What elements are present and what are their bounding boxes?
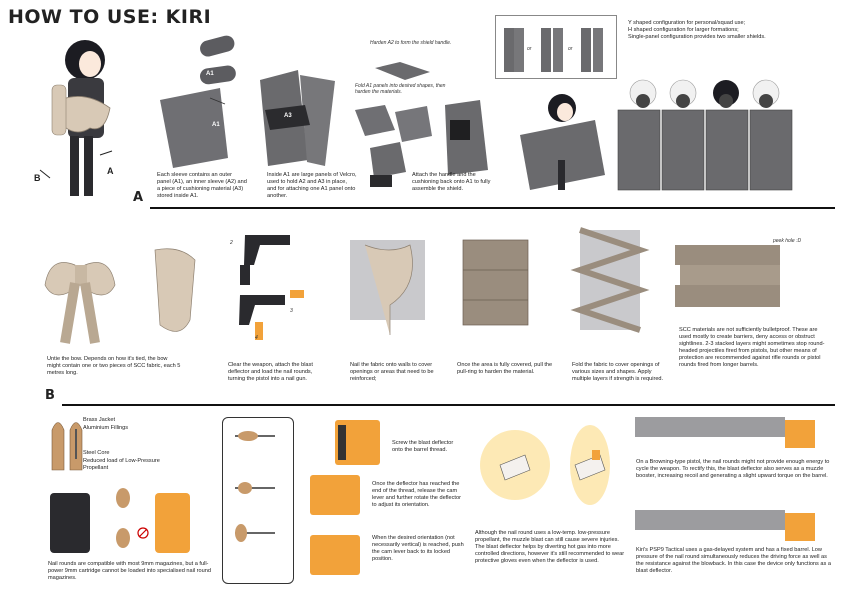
caption-sleeve: Each sleeve contains an outer panel (A1)…: [157, 172, 247, 199]
nail-profile-box: [222, 417, 294, 584]
caption-screw: Screw the blast deflector onto the barre…: [392, 440, 454, 453]
caption-pull: Once the area is fully covered, pull the…: [457, 362, 553, 375]
chibi-shield-illustration: [520, 94, 605, 190]
nail-profiles: [235, 431, 275, 542]
ammo-label-aluminium: Aluminium Fillings: [83, 425, 129, 431]
configuration-shapes: [504, 28, 603, 72]
section-b-label: B: [45, 388, 55, 403]
caption-nail: Nail the fabric onto walls to cover open…: [350, 362, 434, 382]
section-a-divider: [150, 207, 835, 209]
note-handle: Harden A2 to form the shield handle.: [370, 40, 452, 46]
caption-scc: SCC materials are not sufficiently bulle…: [679, 327, 825, 368]
step-label-2: 2: [230, 240, 233, 246]
caption-weapon: Clear the weapon, attach the blast defle…: [228, 362, 313, 382]
ammo-label-brass: Brass Jacket: [83, 417, 116, 423]
sleeve-parts-illustration: [160, 35, 236, 168]
config-or-1: or: [527, 46, 532, 52]
psp9-pistol-diagram: [635, 510, 815, 541]
peek-hole-note: peek hole :D: [773, 238, 802, 244]
browning-pistol-diagram: [635, 417, 815, 448]
note-fold: Fold A1 panels into desired shapes, then…: [355, 83, 446, 95]
nail-fabric-illustration: [350, 240, 425, 335]
step-label-4: 4: [255, 335, 258, 341]
caption-fold: Fold the fabric to cover openings of var…: [572, 362, 664, 382]
caption-deflector: Once the deflector has reached the end o…: [372, 481, 461, 508]
caption-velcro: Inside A1 are large panels of Velcro, us…: [267, 172, 357, 199]
shield-wall-illustration: [617, 79, 793, 191]
hardened-fabric-illustration: [462, 239, 529, 326]
step-label-3: 3: [290, 308, 293, 314]
caption-browning: On a Browning-type pistol, the nail roun…: [636, 459, 830, 479]
caption-psp9: Kiri's PSP9 Tactical uses a gas-delayed …: [636, 547, 831, 574]
arrow-b-label: B: [34, 173, 41, 183]
page-title: HOW TO USE: KIRI: [8, 6, 212, 28]
stacked-barrier-illustration: [675, 245, 780, 307]
deflector-sequence-illustration: [310, 420, 380, 575]
magazine-compat-illustration: [50, 488, 190, 553]
ammo-label-propellant: Reduced load of Low-Pressure Propellant: [83, 458, 160, 471]
label-a1-top: A1: [206, 71, 214, 77]
bow-untie-illustration: [44, 248, 196, 344]
caption-attach: Attach the handle and the cushioning bac…: [412, 172, 491, 192]
configuration-box: or or: [495, 15, 617, 79]
section-a-label: A: [133, 190, 144, 205]
shield-assembly-illustration: [355, 62, 488, 187]
configuration-text: Y shaped configuration for personal/squa…: [628, 20, 766, 40]
ammo-label-steel: Steel Core: [83, 450, 110, 456]
kiri-character-illustration: [39, 40, 113, 196]
label-a1-inner: A1: [212, 122, 220, 128]
caption-orient: When the desired orientation (not necess…: [372, 535, 464, 562]
pistol-assembly-illustration: [239, 235, 304, 340]
section-b-divider: [62, 404, 835, 406]
nail-round-illustration: [51, 422, 83, 471]
caption-ammo: Nail rounds are compatible with most 9mm…: [48, 561, 211, 581]
muzzle-blast-illustration: [480, 425, 610, 505]
config-or-2: or: [568, 46, 573, 52]
velcro-panels-illustration: [260, 70, 335, 166]
caption-blast: Although the nail round uses a low-temp.…: [475, 530, 625, 564]
caption-bow: Untie the bow. Depends on how it's tied,…: [47, 356, 181, 376]
arrow-a-label: A: [107, 166, 114, 176]
label-a3: A3: [284, 113, 292, 119]
folded-fabric-illustration: [570, 227, 650, 333]
